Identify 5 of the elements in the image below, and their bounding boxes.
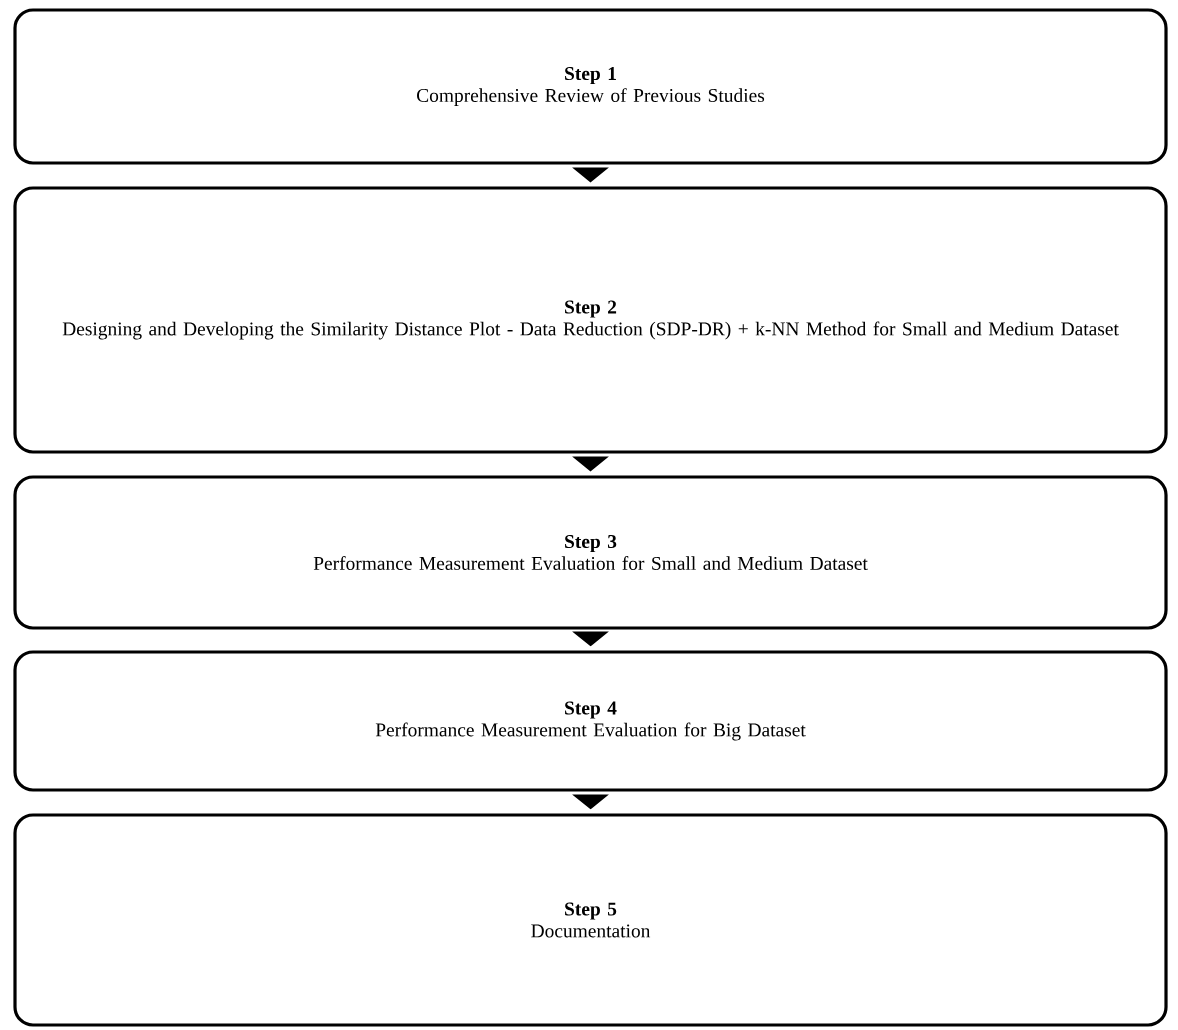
- process-box: Step 4 Performance Measurement Evaluation for Big Dataset: [13, 650, 1168, 792]
- process-box: Step 3 Performance Measurement Evaluation for Small and Medium Dataset: [13, 475, 1168, 630]
- process-box: Step 1 Comprehensive Review of Previous Studies: [13, 8, 1168, 165]
- process-box: Step 2 Designing and Developing the Similarity Distance Plot - Data Reduction (SDP-DR) + k-NN Method for Small and Medium Dataset: [13, 186, 1168, 454]
- process-box: Step 5 Documentation: [13, 813, 1168, 1027]
